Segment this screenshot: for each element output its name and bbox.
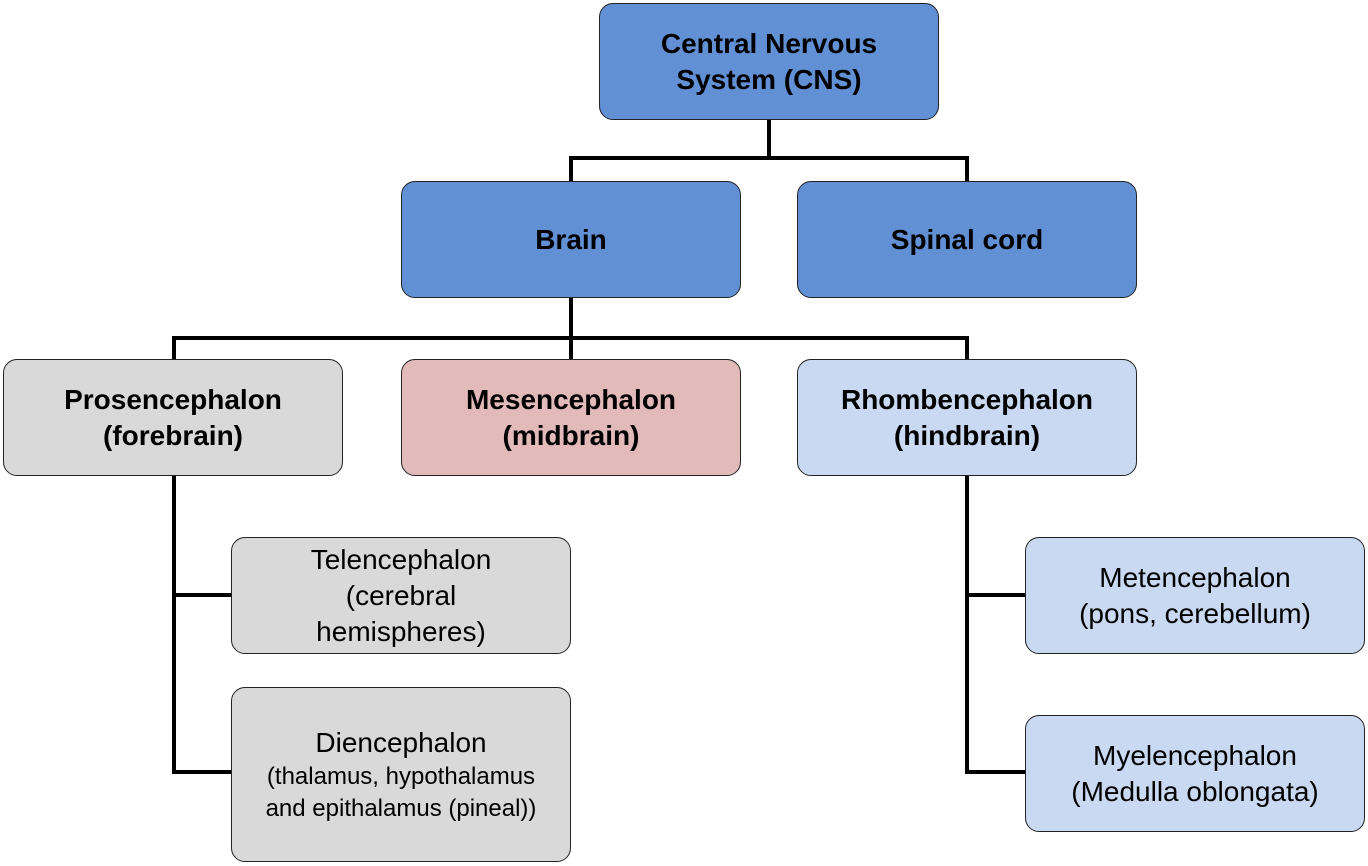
node-line: (Medulla oblongata)	[1071, 775, 1319, 807]
node-line: (cerebral	[345, 579, 457, 611]
node-line: System (CNS)	[676, 63, 862, 95]
node-line: Telencephalon	[310, 543, 492, 575]
node-line: Central Nervous	[660, 27, 878, 59]
node-line: (midbrain)	[502, 419, 640, 451]
node-line: Brain	[535, 223, 607, 255]
node-rhombencephalon: Rhombencephalon (hindbrain)	[797, 359, 1137, 476]
node-line: Myelencephalon	[1093, 739, 1297, 771]
node-line: Prosencephalon	[64, 383, 282, 415]
node-line: (hindbrain)	[893, 419, 1041, 451]
node-line: hemispheres)	[316, 615, 486, 647]
node-diencephalon: Diencephalon (thalamus, hypothalamus and…	[231, 687, 571, 862]
node-telencephalon: Telencephalon (cerebral hemispheres)	[231, 537, 571, 654]
node-central-nervous-system: Central Nervous System (CNS)	[599, 3, 939, 120]
node-line: Spinal cord	[890, 223, 1044, 255]
node-line: (forebrain)	[103, 419, 243, 451]
node-line: Mesencephalon	[465, 383, 677, 415]
node-line: (thalamus, hypothalamus	[266, 762, 536, 790]
node-line: Diencephalon	[315, 726, 487, 758]
node-prosencephalon: Prosencephalon (forebrain)	[3, 359, 343, 476]
node-metencephalon: Metencephalon (pons, cerebellum)	[1025, 537, 1365, 654]
node-myelencephalon: Myelencephalon (Medulla oblongata)	[1025, 715, 1365, 832]
node-line: Rhombencephalon	[840, 383, 1093, 415]
node-line: and epithalamus (pineal))	[265, 794, 537, 822]
node-line: (pons, cerebellum)	[1079, 597, 1311, 629]
node-spinal-cord: Spinal cord	[797, 181, 1137, 298]
node-mesencephalon: Mesencephalon (midbrain)	[401, 359, 741, 476]
node-brain: Brain	[401, 181, 741, 298]
node-line: Metencephalon	[1099, 561, 1291, 593]
